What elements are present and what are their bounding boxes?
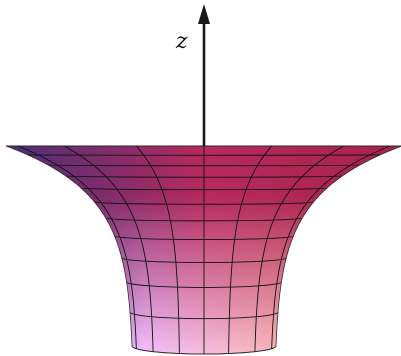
z-axis: z bbox=[175, 4, 210, 146]
z-axis-arrowhead bbox=[198, 4, 210, 24]
meridian-line bbox=[271, 145, 391, 349]
meridian-line bbox=[17, 145, 137, 349]
meridian-grid bbox=[17, 145, 391, 354]
meridian-line bbox=[228, 145, 273, 354]
funnel-surface bbox=[5, 145, 401, 355]
funnel-outline bbox=[5, 145, 401, 355]
meridian-line bbox=[63, 145, 154, 352]
z-axis-label: z bbox=[175, 29, 188, 54]
meridian-line bbox=[254, 145, 345, 352]
meridian-line bbox=[135, 145, 180, 354]
funnel-base-shading bbox=[6, 146, 401, 354]
